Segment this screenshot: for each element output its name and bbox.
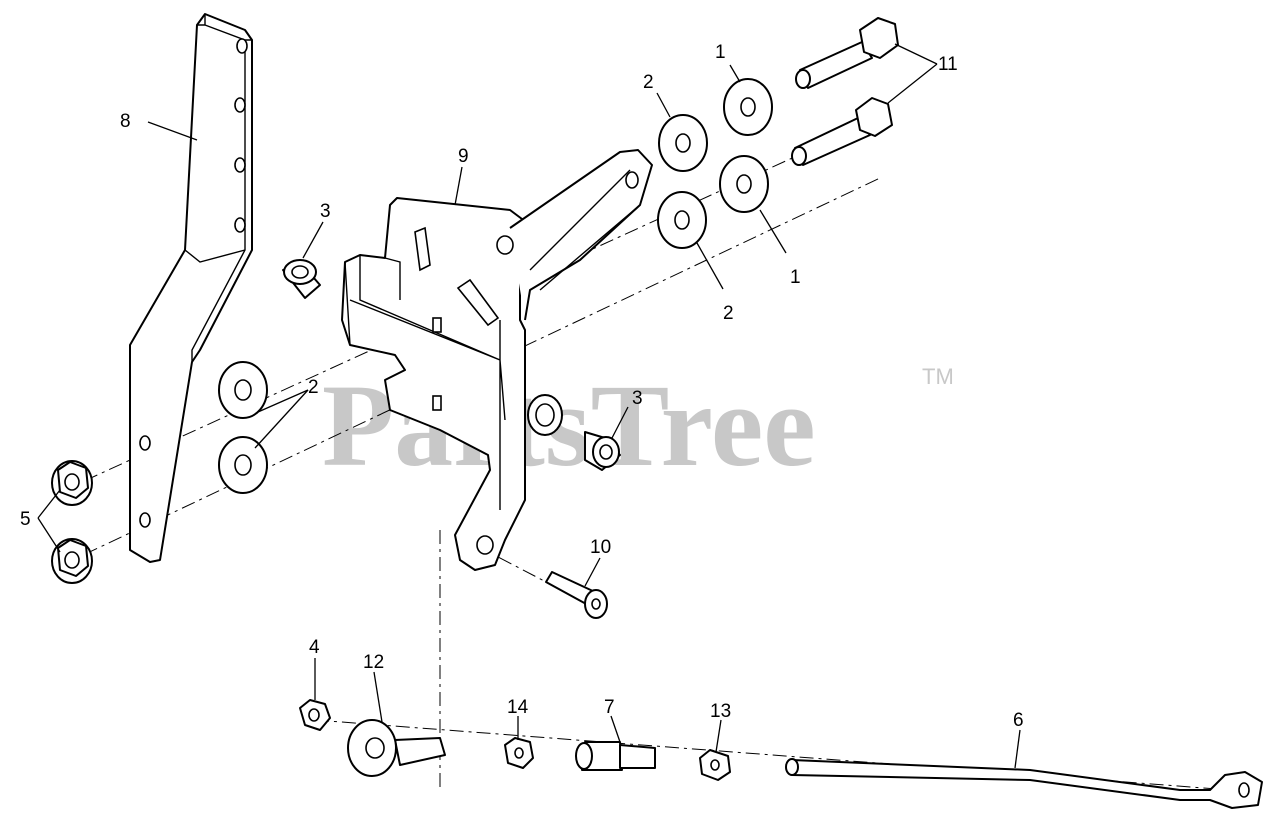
ball-joint-part-12[interactable] xyxy=(347,719,446,777)
callout-13: 13 xyxy=(710,701,731,722)
callout-9: 9 xyxy=(458,146,469,167)
callout-5: 5 xyxy=(20,509,31,530)
callout-labels: 8 9 3 1 2 11 1 2 2 3 5 10 4 12 14 7 13 6 xyxy=(20,42,1024,731)
washer-part-2-left-lower[interactable] xyxy=(218,436,268,494)
washer-part-2-right-upper[interactable] xyxy=(658,114,708,172)
callout-14: 14 xyxy=(507,697,529,718)
control-rod-part-6[interactable] xyxy=(785,758,1263,809)
nut-part-4[interactable] xyxy=(299,699,331,731)
shoulder-bolt-part-10[interactable] xyxy=(545,571,608,619)
callout-4: 4 xyxy=(309,637,320,658)
washer-part-1-upper[interactable] xyxy=(723,78,773,136)
jam-nut-part-14[interactable] xyxy=(504,737,534,769)
coupling-part-7[interactable] xyxy=(575,741,656,771)
adjustment-bar-part-8[interactable] xyxy=(129,13,253,563)
callout-3-lower: 3 xyxy=(632,388,643,409)
leader-lines xyxy=(37,43,1021,769)
callout-12: 12 xyxy=(363,652,384,673)
bushing-part-3-upper[interactable] xyxy=(282,259,321,299)
washer-part-1-lower[interactable] xyxy=(719,155,769,213)
callout-2-upper: 2 xyxy=(643,72,654,93)
callout-1-lower: 1 xyxy=(790,267,801,288)
flange-nut-part-5-lower[interactable] xyxy=(51,538,93,584)
washer-part-2-left-upper[interactable] xyxy=(218,361,268,419)
callout-10: 10 xyxy=(590,537,611,558)
watermark-trademark: TM xyxy=(922,364,954,389)
washer-part-2-right-lower[interactable] xyxy=(657,191,707,249)
bolt-part-11-upper[interactable] xyxy=(795,17,899,89)
jam-nut-part-13[interactable] xyxy=(699,749,731,781)
callout-7: 7 xyxy=(604,697,615,718)
mounting-bracket-part-9[interactable] xyxy=(341,149,653,571)
callout-6: 6 xyxy=(1013,710,1024,731)
callout-8: 8 xyxy=(120,111,131,132)
bushing-part-3-lower[interactable] xyxy=(527,394,621,471)
bolt-part-11-lower[interactable] xyxy=(791,97,893,166)
callout-2-lower-right: 2 xyxy=(723,303,734,324)
callout-11: 11 xyxy=(938,54,958,75)
callout-3-upper: 3 xyxy=(320,201,331,222)
callout-1-upper: 1 xyxy=(715,42,726,63)
flange-nut-part-5-upper[interactable] xyxy=(51,460,93,506)
callout-2-left: 2 xyxy=(308,377,319,398)
